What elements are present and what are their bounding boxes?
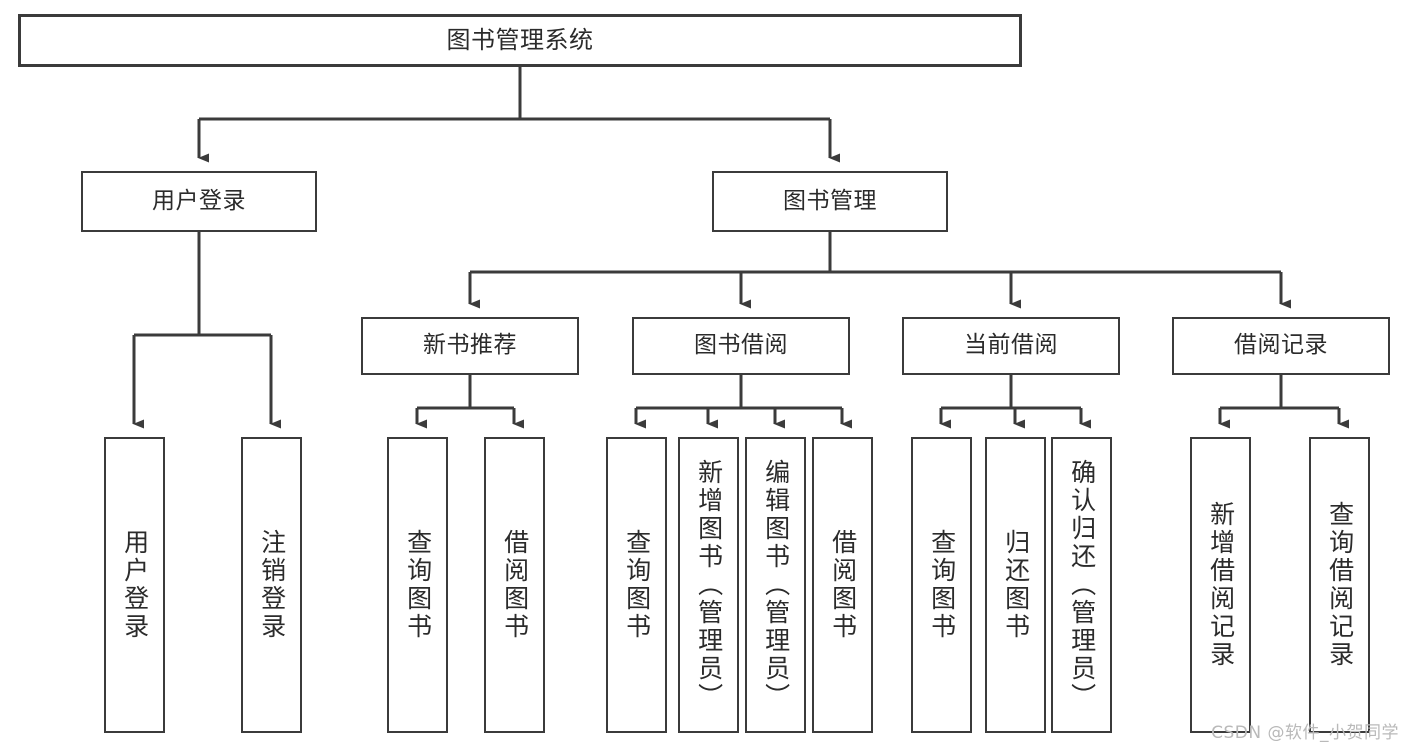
node-borrow-record[interactable]: 借阅记录	[1172, 317, 1390, 375]
node-leaf-edit-book[interactable]: 编辑图书（管理员）	[745, 437, 806, 733]
node-root[interactable]: 图书管理系统	[18, 14, 1022, 67]
node-leaf-query-book-2[interactable]: 查询图书	[606, 437, 667, 733]
node-new-book-recommend[interactable]: 新书推荐	[361, 317, 579, 375]
node-leaf-return-book-label: 归还图书	[1001, 529, 1031, 641]
csdn-watermark: CSDN @软件_小贺同学	[1211, 723, 1399, 743]
node-leaf-query-book-2-label: 查询图书	[622, 529, 652, 641]
node-borrow-record-label: 借阅记录	[1234, 332, 1328, 359]
node-leaf-query-book-3[interactable]: 查询图书	[911, 437, 972, 733]
node-root-label: 图书管理系统	[446, 26, 594, 55]
node-leaf-user-login[interactable]: 用户登录	[104, 437, 165, 733]
node-leaf-logout-label: 注销登录	[257, 529, 287, 641]
node-leaf-borrow-book-1[interactable]: 借阅图书	[484, 437, 545, 733]
node-new-book-recommend-label: 新书推荐	[423, 332, 517, 359]
node-current-borrow-label: 当前借阅	[964, 332, 1058, 359]
node-user-login[interactable]: 用户登录	[81, 171, 317, 232]
node-leaf-borrow-book-1-label: 借阅图书	[500, 529, 530, 641]
node-leaf-user-login-label: 用户登录	[120, 529, 150, 641]
node-book-manage-label: 图书管理	[783, 187, 877, 214]
node-user-login-label: 用户登录	[152, 187, 246, 214]
node-leaf-add-book[interactable]: 新增图书（管理员）	[678, 437, 739, 733]
node-leaf-add-record[interactable]: 新增借阅记录	[1190, 437, 1251, 733]
node-leaf-add-book-label: 新增图书（管理员）	[694, 459, 724, 711]
node-leaf-borrow-book-2-label: 借阅图书	[828, 529, 858, 641]
node-leaf-query-book-1[interactable]: 查询图书	[387, 437, 448, 733]
node-leaf-confirm-return[interactable]: 确认归还（管理员）	[1051, 437, 1112, 733]
node-leaf-borrow-book-2[interactable]: 借阅图书	[812, 437, 873, 733]
node-leaf-query-record-label: 查询借阅记录	[1325, 501, 1355, 669]
node-leaf-edit-book-label: 编辑图书（管理员）	[761, 459, 791, 711]
node-book-borrow-label: 图书借阅	[694, 332, 788, 359]
node-leaf-logout[interactable]: 注销登录	[241, 437, 302, 733]
node-leaf-query-book-3-label: 查询图书	[927, 529, 957, 641]
node-leaf-add-record-label: 新增借阅记录	[1206, 501, 1236, 669]
node-current-borrow[interactable]: 当前借阅	[902, 317, 1120, 375]
node-leaf-confirm-return-label: 确认归还（管理员）	[1067, 459, 1097, 711]
node-leaf-return-book[interactable]: 归还图书	[985, 437, 1046, 733]
node-leaf-query-book-1-label: 查询图书	[403, 529, 433, 641]
node-book-borrow[interactable]: 图书借阅	[632, 317, 850, 375]
node-leaf-query-record[interactable]: 查询借阅记录	[1309, 437, 1370, 733]
node-book-manage[interactable]: 图书管理	[712, 171, 948, 232]
